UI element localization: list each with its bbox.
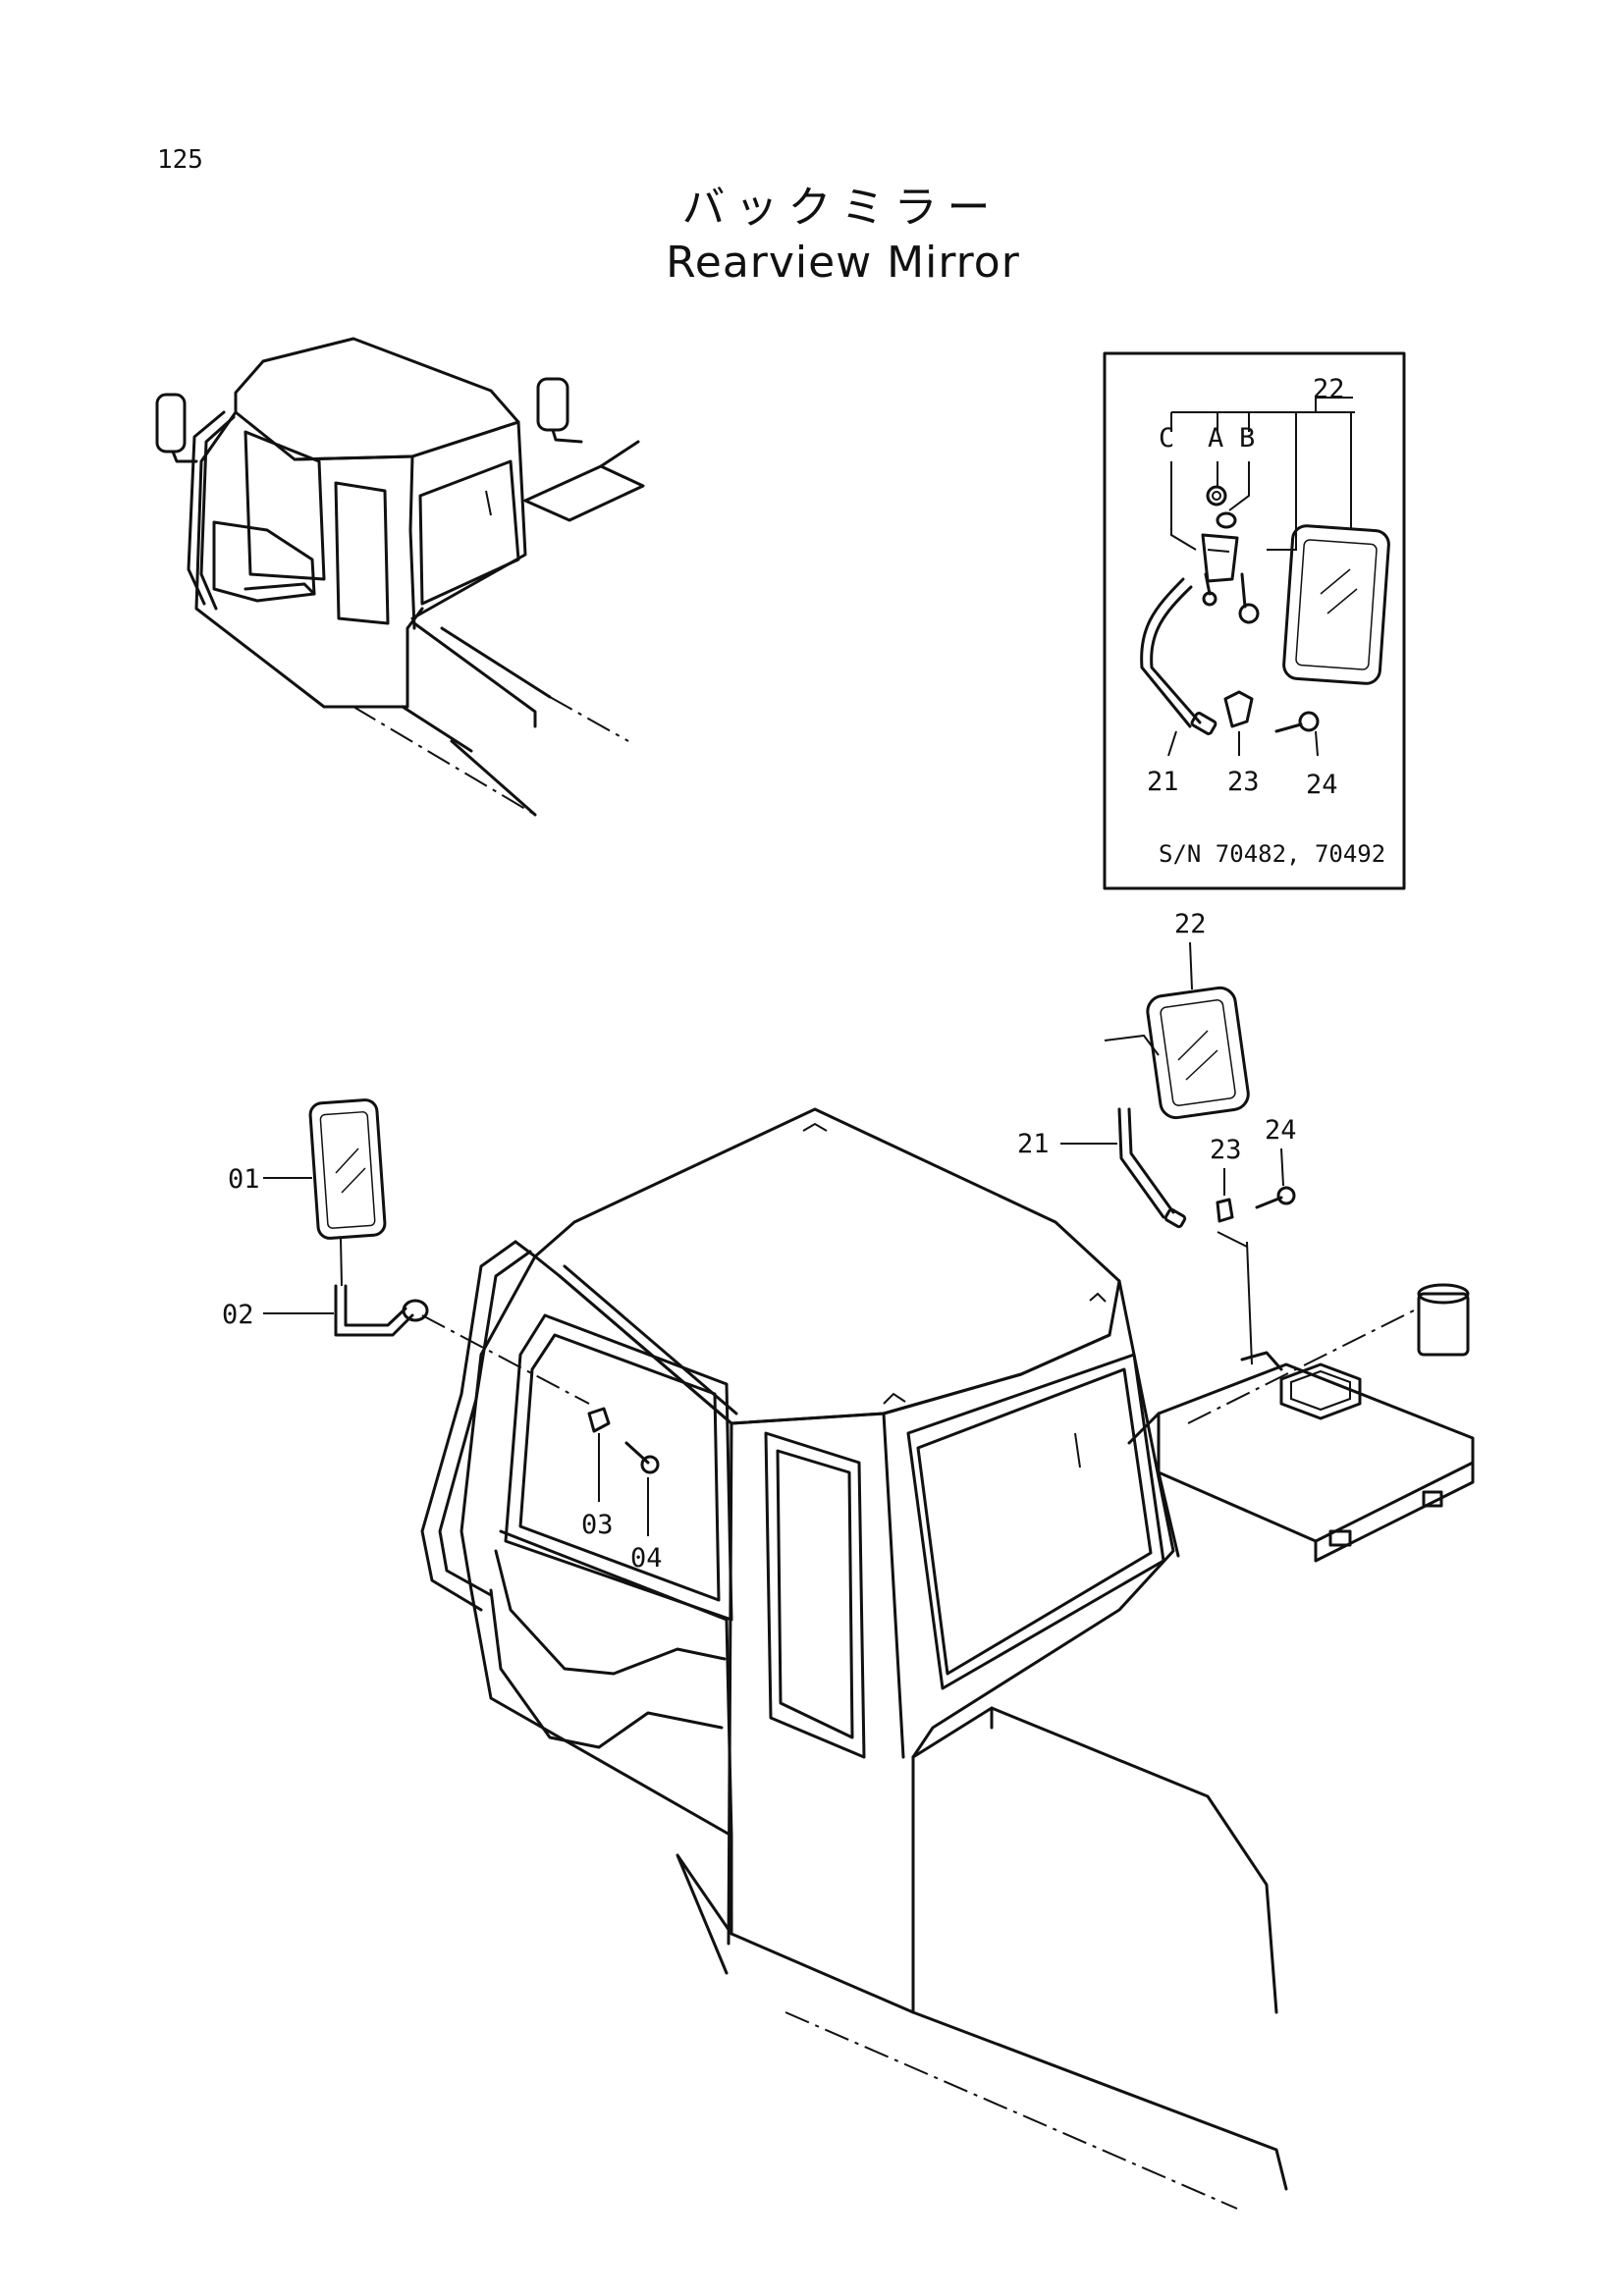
inset-label-a: A — [1208, 423, 1223, 454]
callout-22: 22 — [1174, 909, 1207, 939]
inset-label-24: 24 — [1306, 770, 1338, 800]
inset-detail-box: C A B 22 21 23 24 S/N 70482, 70492 — [1103, 351, 1406, 890]
inset-label-21: 21 — [1147, 767, 1179, 797]
callout-24: 24 — [1265, 1115, 1297, 1146]
inset-label-c: C — [1159, 423, 1174, 454]
inset-label-23: 23 — [1227, 767, 1260, 797]
title-english: Rearview Mirror — [666, 238, 1020, 288]
overview-cab-drawing — [155, 337, 645, 817]
inset-label-b: B — [1239, 423, 1255, 454]
callout-21: 21 — [1017, 1129, 1050, 1159]
serial-number-note: S/N 70482, 70492 — [1159, 840, 1385, 868]
inset-label-22: 22 — [1313, 374, 1345, 404]
callout-04: 04 — [630, 1543, 663, 1574]
page-number: 125 — [157, 145, 203, 175]
title-japanese: バックミラー — [681, 183, 1001, 233]
main-cab-drawing: 01 02 03 04 21 22 23 24 — [222, 909, 1475, 2210]
callout-23: 23 — [1210, 1135, 1242, 1165]
callout-03: 03 — [581, 1510, 614, 1540]
callout-02: 02 — [222, 1300, 254, 1330]
callout-01: 01 — [228, 1164, 260, 1195]
